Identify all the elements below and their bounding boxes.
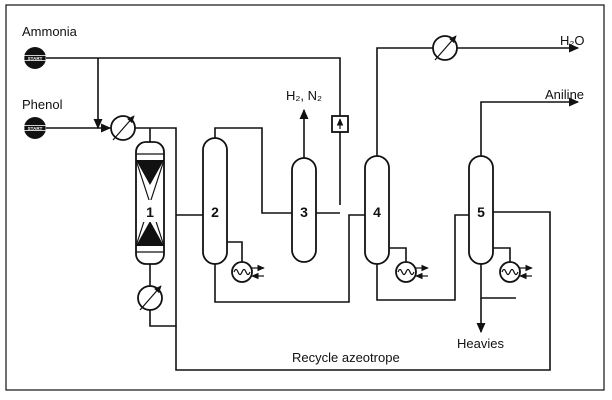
column-4-reboiler-icon xyxy=(395,261,429,283)
column-5-reboiler-icon xyxy=(499,261,533,283)
unit-4-label: 4 xyxy=(373,204,381,220)
unit-3-label: 3 xyxy=(300,204,308,220)
unit-2-label: 2 xyxy=(211,204,219,220)
reactor-cooler-icon xyxy=(137,285,163,311)
column-2-overhead-line xyxy=(214,127,292,214)
water-label: H₂O xyxy=(560,33,585,48)
unit-1-label: 1 xyxy=(146,204,154,220)
hydrogen-nitrogen-label: H₂, N₂ xyxy=(286,88,322,103)
column-2-reboiler-icon xyxy=(231,261,265,283)
phenol-label: Phenol xyxy=(22,97,63,112)
recycle-azeotrope-line xyxy=(175,211,551,371)
heavies-label: Heavies xyxy=(457,336,504,351)
column-2: 2 xyxy=(202,137,228,265)
column-4-bottoms-line xyxy=(376,214,469,301)
ammonia-start-icon: START xyxy=(23,47,47,69)
column-3: 3 xyxy=(291,157,317,263)
column-4-overhead-line xyxy=(376,47,433,156)
column-4-reboiler-line xyxy=(389,247,407,262)
diagram-frame xyxy=(5,4,605,391)
column-4: 4 xyxy=(364,155,390,265)
phenol-start-icon: START xyxy=(23,117,47,139)
column-2-bottoms-line xyxy=(214,214,365,303)
reactor-1: 1 xyxy=(135,141,165,265)
aniline-outlet-line xyxy=(480,97,580,156)
ammonia-line xyxy=(46,57,341,205)
recycle-azeotrope-label: Recycle azeotrope xyxy=(292,350,400,365)
aniline-label: Aniline xyxy=(545,87,584,102)
water-condenser-icon xyxy=(432,35,458,61)
svg-text:START: START xyxy=(28,56,43,61)
pressure-valve-icon xyxy=(331,115,349,133)
feed-preheater-icon xyxy=(110,115,136,141)
column-5-reboiler-line xyxy=(493,247,511,262)
column-5: 5 xyxy=(468,155,494,265)
unit-5-label: 5 xyxy=(477,204,485,220)
svg-text:START: START xyxy=(28,126,43,131)
ammonia-label: Ammonia xyxy=(22,24,78,39)
column-2-reboiler-line xyxy=(227,241,243,262)
